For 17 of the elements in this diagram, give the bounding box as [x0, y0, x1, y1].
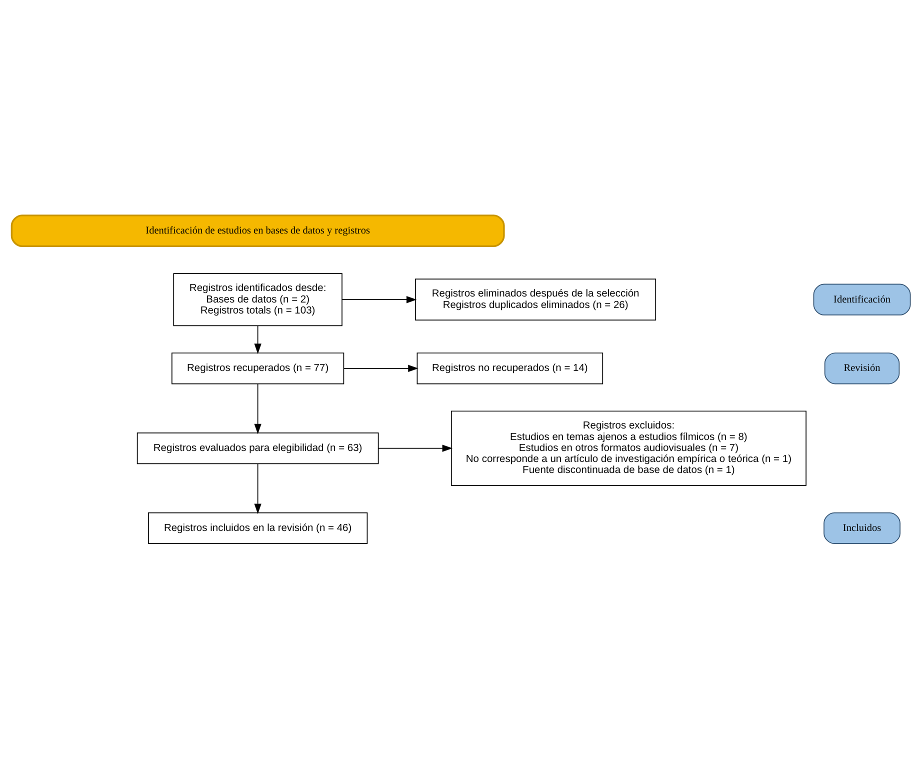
node-box: Registros eliminados después de la selección Registros duplicados eliminados (n = 26): [415, 278, 656, 320]
node-box: Revisión: [824, 352, 900, 384]
node-box: Registros evaluados para elegibilidad (n = 63): [136, 432, 379, 464]
node-box: Registros identificados desde: Bases de datos (n = 2) Registros totals (n = 103): [173, 272, 342, 326]
arrow: [254, 462, 262, 514]
node-box: Registros excluidos: Estudios en temas ajenos a estudios fílmicos (n = 8) Estudios en otros formatos audiovisuales (n = 7) No corresponde a un artículo de investigación empírica o teórica (n = 1) Fuente discontinuada de base de datos (n = 1): [450, 410, 806, 486]
node-box: Registros recuperados (n = 77): [172, 352, 344, 384]
arrow: [343, 364, 418, 372]
node-box: Registros no recuperados (n = 14): [416, 352, 604, 384]
arrow: [342, 296, 417, 303]
node-box: Incluidos: [824, 512, 900, 544]
arrow: [254, 324, 262, 354]
node-box: Identificación de estudios en bases de datos y registros: [10, 214, 505, 247]
arrow: [254, 383, 262, 434]
arrow: [378, 444, 453, 452]
node-box: Registros incluidos en la revisión (n = 46): [148, 512, 368, 544]
node-box: Identificación: [813, 283, 911, 315]
